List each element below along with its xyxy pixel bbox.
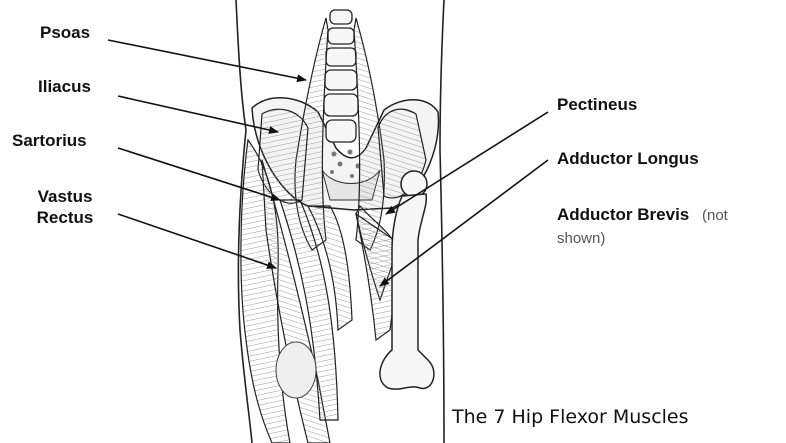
label-psoas: Psoas xyxy=(40,22,90,43)
spine xyxy=(324,10,358,142)
label-adductor-longus: Adductor Longus xyxy=(557,148,699,169)
label-adductor-brevis-name: Adductor Brevis xyxy=(557,205,689,224)
label-vastus-line-2: Rectus xyxy=(30,207,100,228)
label-vastus-line-1: Vastus xyxy=(30,186,100,207)
label-adductor-brevis-note-1: (not xyxy=(702,207,728,224)
label-iliacus: Iliacus xyxy=(38,76,91,97)
label-vastus-rectus: Vastus Rectus xyxy=(30,186,100,228)
label-adductor-brevis: Adductor Brevis (not xyxy=(557,204,728,226)
label-sartorius: Sartorius xyxy=(12,130,87,151)
label-pectineus: Pectineus xyxy=(557,94,637,115)
label-adductor-brevis-note-2: shown) xyxy=(557,228,605,249)
figure-caption: The 7 Hip Flexor Muscles xyxy=(452,406,689,428)
arrow-psoas xyxy=(108,40,306,80)
